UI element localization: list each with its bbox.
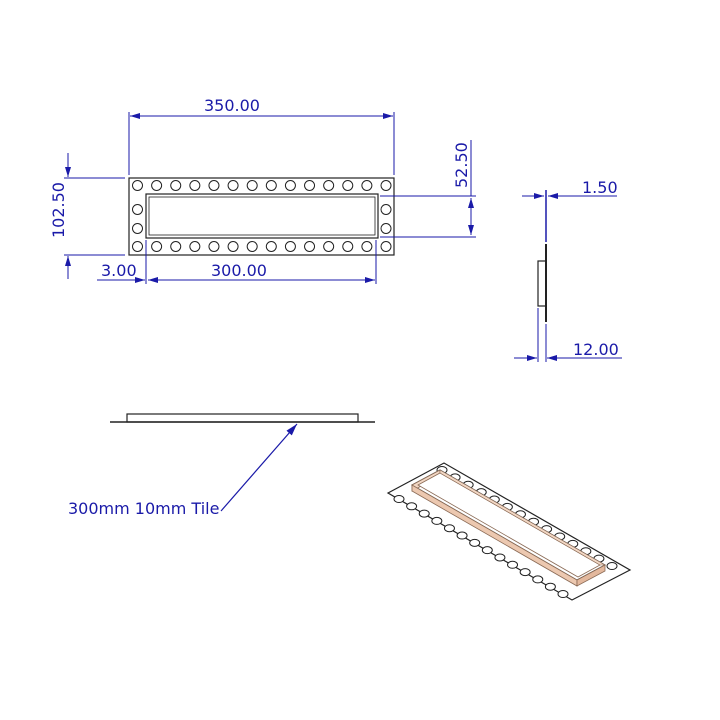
tile-callout: 300mm 10mm Tile: [68, 499, 219, 518]
dim-wall-offset: 3.00: [101, 261, 137, 280]
hole: [304, 241, 316, 252]
hole: [208, 180, 220, 191]
dim-overall-height: 102.50: [49, 182, 68, 238]
hole: [380, 180, 392, 191]
frame-outer-outline: [145, 193, 379, 239]
base-plate-outline: [128, 177, 395, 256]
hole: [284, 180, 296, 191]
hole: [342, 180, 354, 191]
hole: [132, 180, 143, 191]
dim-overall-width: 350.00: [204, 96, 260, 115]
hole: [361, 241, 373, 252]
hole: [132, 223, 143, 234]
hole: [265, 180, 277, 191]
hole: [227, 241, 239, 252]
hole: [304, 180, 316, 191]
hole: [380, 223, 392, 234]
dim-inner-height: 52.50: [452, 142, 471, 188]
hole: [189, 241, 201, 252]
hole: [265, 241, 277, 252]
hole: [246, 180, 258, 191]
hole: [151, 180, 163, 191]
hole: [361, 180, 373, 191]
frame-inner-outline: [148, 196, 376, 236]
hole: [132, 241, 143, 252]
hole: [284, 241, 296, 252]
hole: [151, 241, 163, 252]
hole: [170, 180, 182, 191]
dim-plate-thickness: 1.50: [582, 178, 618, 197]
side-view: 1.50 12.00: [514, 178, 622, 362]
hole: [323, 180, 335, 191]
hole: [227, 180, 239, 191]
isometric-view: [386, 462, 632, 601]
hole: [342, 241, 354, 252]
hole: [246, 241, 258, 252]
hole: [132, 204, 143, 215]
dim-frame-depth: 12.00: [573, 340, 619, 359]
top-view: 300mm 10mm Tile: [68, 413, 375, 518]
hole: [380, 241, 392, 252]
mounting-holes: [132, 180, 392, 252]
front-view: 350.00 102.50 52.50 3.00 300.00: [49, 96, 476, 284]
hole: [208, 241, 220, 252]
hole: [323, 241, 335, 252]
dim-inner-width: 300.00: [211, 261, 267, 280]
hole: [380, 204, 392, 215]
hole: [170, 241, 182, 252]
hole: [189, 180, 201, 191]
